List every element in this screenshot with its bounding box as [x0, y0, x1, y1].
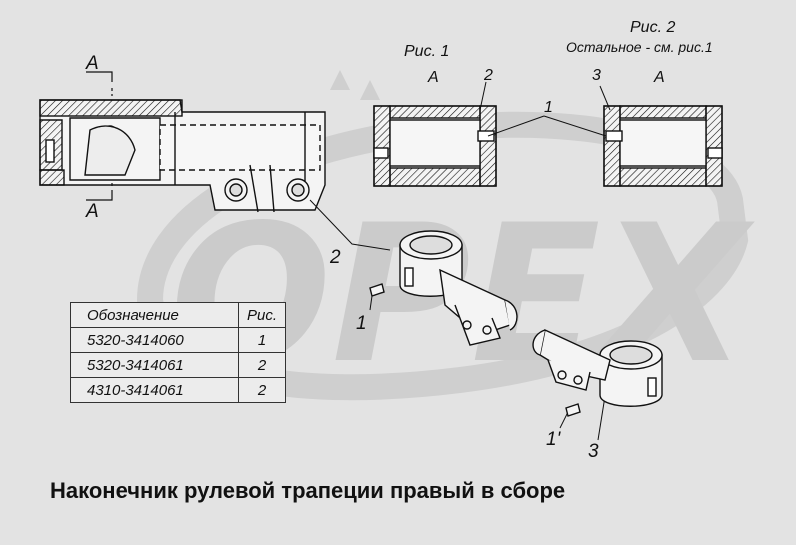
section-mark-bottom: A — [86, 201, 99, 222]
fig1-section — [373, 105, 497, 187]
fig1-view-label: А — [428, 69, 439, 86]
table-row: 4310-3414061 2 — [70, 377, 286, 403]
table-cell-fig: 2 — [238, 352, 286, 378]
table-row: 5320-3414061 2 — [70, 352, 286, 378]
figure-caption: Наконечник рулевой трапеции правый в сбо… — [50, 478, 566, 503]
section-mark-lines — [86, 71, 113, 201]
table-header-fig: Рис. — [238, 302, 286, 328]
parts-table: Обозначение Рис. 5320-3414060 1 5320-341… — [70, 302, 286, 403]
table-cell-designation: 5320-3414061 — [70, 352, 239, 378]
table-row: 5320-3414060 1 — [70, 327, 286, 353]
table-header-row: Обозначение Рис. — [70, 302, 286, 328]
table-header-designation: Обозначение — [70, 302, 239, 328]
table-cell-designation: 4310-3414061 — [70, 377, 239, 403]
part-3-isometric — [532, 328, 663, 417]
fig2-section — [603, 105, 723, 187]
callout-1-prime-bolt: 1' — [546, 429, 561, 450]
table-cell-designation: 5320-3414060 — [70, 327, 239, 353]
fig2-title: Рис. 2 — [630, 19, 676, 36]
fig1-title: Рис. 1 — [404, 43, 450, 60]
callout-1-bolt: 1 — [356, 313, 367, 334]
table-cell-fig: 2 — [238, 377, 286, 403]
callout-2-part: 2 — [330, 247, 341, 268]
section-mark-top: A — [86, 53, 99, 74]
fig2-callout-3: 3 — [592, 67, 601, 84]
part-2-isometric — [369, 230, 518, 346]
fig2-view-label: А — [654, 69, 665, 86]
section-view-drawing — [39, 99, 326, 213]
fig1-callout-2: 2 — [484, 67, 493, 84]
callout-3-part: 3 — [588, 441, 599, 462]
fig2-note: Остальное - см. рис.1 — [566, 39, 713, 55]
table-cell-fig: 1 — [238, 327, 286, 353]
callout-1-shared: 1 — [544, 99, 553, 116]
